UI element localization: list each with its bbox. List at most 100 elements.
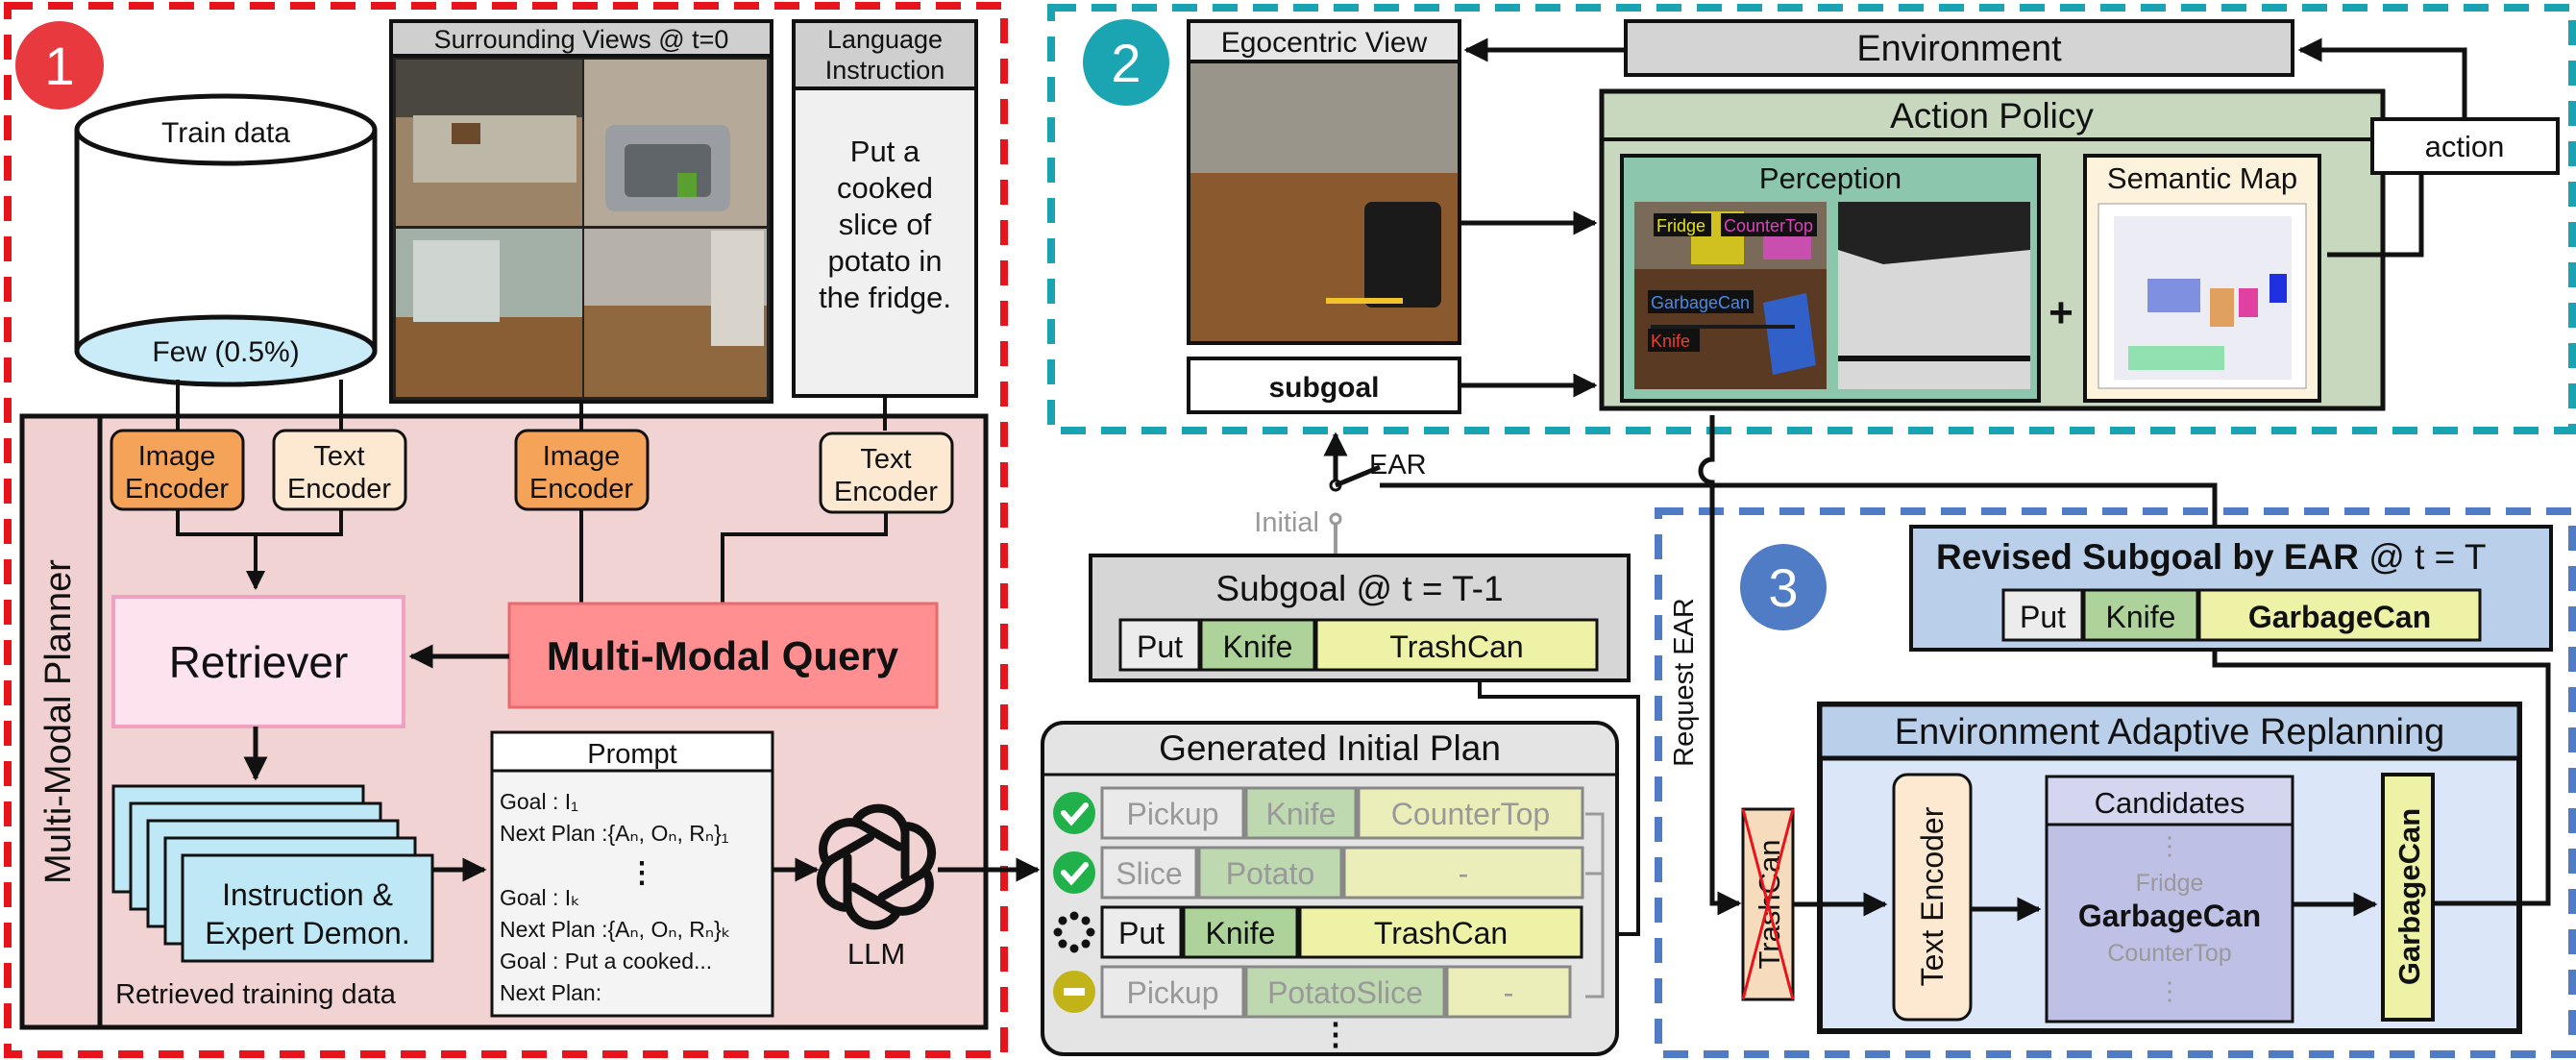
badge-2: 2 [1083, 19, 1169, 106]
svg-text:Semantic Map: Semantic Map [2107, 161, 2297, 195]
svg-text:Generated Initial Plan: Generated Initial Plan [1159, 728, 1501, 768]
svg-text:Prompt: Prompt [587, 739, 676, 770]
svg-text:Pickup: Pickup [1126, 797, 1218, 831]
svg-text:-: - [1459, 856, 1469, 891]
svg-text:Knife: Knife [2106, 600, 2176, 634]
svg-text:Put: Put [2020, 600, 2066, 634]
revised-subgoal: Revised Subgoal by EAR @ t = T Put Knife… [1909, 525, 2553, 652]
instruction-line-4: potato in [828, 244, 943, 278]
svg-text:Goal : Iₖ: Goal : Iₖ [500, 885, 580, 910]
check-icon [1053, 851, 1095, 894]
image-encoder-2: Image Encoder [514, 429, 650, 511]
svg-text:Encoder: Encoder [287, 474, 391, 505]
loading-icon [1053, 911, 1095, 953]
svg-text:Perception: Perception [1759, 161, 1901, 195]
svg-text:GarbageCan: GarbageCan [2248, 600, 2431, 634]
pending-icon [1053, 971, 1095, 1013]
svg-text:Encoder: Encoder [125, 474, 229, 505]
plan-cell: - [1342, 846, 1584, 900]
perception-box: Perception Fridge CounterTop GarbageCan … [1620, 154, 2041, 403]
text-encoder-2: Text Encoder [819, 431, 954, 514]
subgoal-t-minus-1: Subgoal @ t = T-1 Put Knife TrashCan [1089, 554, 1631, 682]
plan-cell: Pickup [1100, 786, 1245, 840]
section1-border [4, 2, 1008, 1058]
ear-switch-label: EAR [1369, 450, 1427, 481]
svg-text:Pickup: Pickup [1126, 975, 1218, 1010]
query-box: Multi-Modal Query [507, 602, 939, 709]
svg-text:TrashCan: TrashCan [1374, 916, 1508, 950]
subgoal-box: subgoal [1187, 357, 1461, 414]
candidates-box: Candidates ⋮ Fridge GarbageCan CounterTo… [2045, 775, 2294, 1023]
svg-text:3: 3 [1768, 557, 1798, 618]
plan-cell: Put [1100, 905, 1183, 959]
svg-text:Goal : Put a cooked...: Goal : Put a cooked... [500, 949, 712, 974]
svg-text:Text: Text [860, 444, 911, 475]
svg-text:action: action [2425, 130, 2505, 163]
svg-text:Knife: Knife [1266, 797, 1337, 831]
svg-text:subgoal: subgoal [1268, 372, 1379, 404]
svg-text:Action Policy: Action Policy [1890, 96, 2094, 136]
plus-sign: + [2049, 289, 2073, 336]
svg-text:Encoder: Encoder [834, 477, 938, 507]
plan-cell: - [1445, 965, 1572, 1019]
trashcan-crossed: TrashCan [1741, 807, 1795, 1001]
svg-text:-: - [1504, 975, 1514, 1010]
instruction-line-3: slice of [839, 208, 932, 241]
ear-text-encoder: Text Encoder [1892, 773, 1973, 1022]
svg-text:Subgoal @ t = T-1: Subgoal @ t = T-1 [1215, 569, 1503, 608]
train-data-cylinder: Train data Few (0.5%) [74, 93, 378, 387]
train-data-label: Train data [161, 117, 290, 149]
svg-text:Multi-Modal Query: Multi-Modal Query [547, 633, 899, 678]
egocentric-view: Egocentric View [1187, 19, 1461, 345]
prompt-box: Prompt Goal : I₁ Next Plan :{Aₙ, Oₙ, Rₙ}… [490, 730, 774, 1018]
svg-text:Retriever: Retriever [169, 637, 349, 687]
svg-text:Next Plan :{Aₙ, Oₙ, Rₙ}₁: Next Plan :{Aₙ, Oₙ, Rₙ}₁ [500, 821, 729, 846]
svg-text:Put: Put [1118, 916, 1165, 950]
svg-text:TrashCan: TrashCan [1389, 629, 1523, 664]
instruction-line-2: cooked [837, 171, 933, 205]
svg-text:Fridge: Fridge [1656, 216, 1705, 235]
section3-border [1655, 507, 2576, 1058]
few-label: Few (0.5%) [152, 336, 299, 368]
section2-border [1047, 4, 2576, 434]
svg-text:1: 1 [44, 36, 74, 96]
environment-box: Environment [1624, 19, 2294, 77]
badge-1: 1 [15, 21, 104, 110]
plan-cell: CounterTop [1357, 786, 1584, 840]
retriever-box: Retriever [111, 595, 405, 728]
svg-text:Put: Put [1137, 629, 1183, 664]
svg-text:Expert Demon.: Expert Demon. [205, 916, 409, 950]
check-icon [1053, 792, 1095, 834]
text-encoder-1: Text Encoder [272, 429, 407, 511]
instruction-line-5: the fridge. [819, 281, 951, 314]
badge-3: 3 [1740, 544, 1827, 630]
llm-label: LLM [847, 937, 905, 971]
svg-text:⋮: ⋮ [2157, 831, 2182, 860]
plan-cell: Pickup [1100, 965, 1245, 1019]
svg-text:Next Plan:: Next Plan: [500, 980, 601, 1005]
action-box: action [2370, 117, 2560, 175]
svg-text:Slice: Slice [1116, 856, 1182, 891]
svg-text:Text Encoder: Text Encoder [1915, 806, 1950, 986]
plan-ellipsis: ⋮ [1320, 1017, 1351, 1051]
svg-text:GarbageCan: GarbageCan [1651, 293, 1750, 312]
request-ear-label: Request EAR [1669, 598, 1700, 767]
svg-text:CounterTop: CounterTop [2107, 940, 2231, 967]
llm-icon [816, 803, 937, 930]
ear-output: GarbageCan [2381, 773, 2435, 1022]
svg-text:Fridge: Fridge [2136, 870, 2204, 897]
svg-text:Text: Text [313, 441, 364, 472]
svg-text:Potato: Potato [1226, 856, 1315, 891]
svg-text:Knife: Knife [1651, 332, 1690, 351]
retrieved-label: Retrieved training data [115, 979, 397, 1010]
svg-text:Knife: Knife [1206, 916, 1276, 950]
retrieved-demos: Instruction & Expert Demon. Retrieved tr… [111, 784, 434, 1010]
svg-text:CounterTop: CounterTop [1724, 216, 1813, 235]
svg-text:Next Plan :{Aₙ, Oₙ, Rₙ}ₖ: Next Plan :{Aₙ, Oₙ, Rₙ}ₖ [500, 917, 731, 942]
svg-text:Instruction: Instruction [825, 56, 945, 85]
surrounding-views-title: Surrounding Views @ t=0 [434, 25, 729, 54]
svg-text:PotatoSlice: PotatoSlice [1267, 975, 1423, 1010]
svg-text:Language: Language [827, 25, 943, 54]
svg-text:⋮: ⋮ [627, 857, 656, 889]
